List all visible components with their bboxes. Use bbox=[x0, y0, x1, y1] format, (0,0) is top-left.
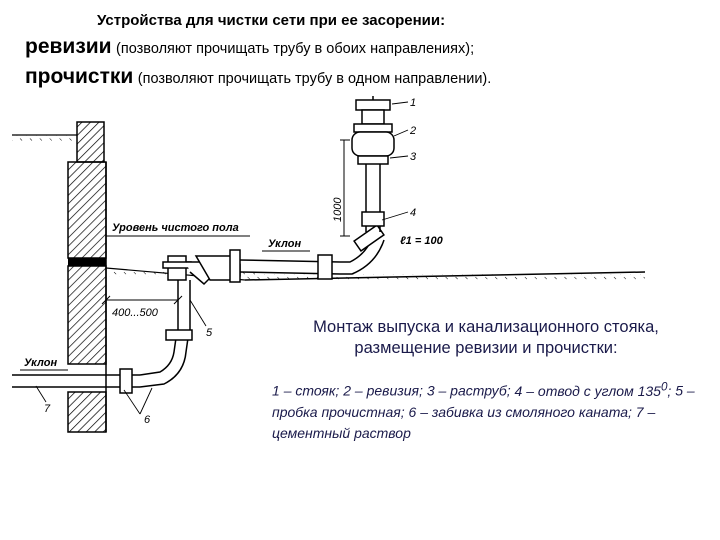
callout-2: 2 bbox=[409, 125, 416, 137]
legend-item: 4 – отвод с углом 1350; bbox=[514, 380, 672, 399]
term-revision-description: (позволяют прочищать трубу в обоих напра… bbox=[116, 41, 475, 57]
callout-1: 1 bbox=[410, 97, 416, 109]
slope-lower-label: Уклон bbox=[24, 357, 57, 369]
legend-item: 2 – ревизия; bbox=[343, 382, 423, 399]
slope-value-label: ℓ1 = 100 bbox=[400, 235, 444, 247]
callout-4: 4 bbox=[410, 207, 416, 219]
callout-3: 3 bbox=[410, 151, 417, 163]
callout-leaders bbox=[35, 101, 409, 415]
cleanout-fitting bbox=[162, 249, 241, 286]
figure-caption-title: Монтаж выпуска и канализационного стояка… bbox=[313, 318, 659, 357]
term-cleanout: прочистки bbox=[25, 65, 134, 88]
definition-revision: ревизии (позволяют прочищать трубу в обо… bbox=[25, 35, 474, 59]
slide-heading: Устройства для чистки сети при ее засоре… bbox=[97, 12, 446, 29]
legend-item: 5 – пробка прочистная; bbox=[272, 382, 695, 420]
ground-outside bbox=[12, 134, 77, 141]
dimension-height: 1000 bbox=[332, 139, 350, 237]
outlet-pipe bbox=[12, 280, 193, 394]
legend-item: 7 – цементный раствор bbox=[272, 403, 656, 441]
term-revision: ревизии bbox=[25, 35, 112, 58]
floor-level-label: Уровень чистого пола bbox=[112, 222, 239, 234]
legend-item: 3 – раструб; bbox=[426, 382, 511, 399]
figure-legend: 1 – стояк; 2 – ревизия; 3 – раструб; 4 –… bbox=[272, 376, 702, 444]
riser-with-revision bbox=[351, 96, 395, 232]
dimension-gap-label: 400...500 bbox=[112, 307, 159, 319]
legend-item: 1 – стояк; bbox=[272, 382, 340, 399]
legend-item: 6 – забивка из смоляного каната; bbox=[408, 403, 632, 420]
foundation-wall bbox=[67, 121, 107, 433]
definition-cleanout: прочистки (позволяют прочищать трубу в о… bbox=[25, 65, 491, 89]
callout-5: 5 bbox=[206, 327, 213, 339]
dimension-height-label: 1000 bbox=[332, 197, 344, 222]
horizontal-branch-pipe bbox=[239, 224, 385, 280]
floor-line bbox=[105, 235, 646, 281]
callout-7: 7 bbox=[44, 403, 51, 415]
term-cleanout-description: (позволяют прочищать трубу в одном напра… bbox=[137, 71, 492, 87]
slope-upper-label: Уклон bbox=[268, 238, 301, 250]
dimension-gap: 400...500 bbox=[101, 295, 183, 319]
callout-6: 6 bbox=[144, 414, 151, 426]
